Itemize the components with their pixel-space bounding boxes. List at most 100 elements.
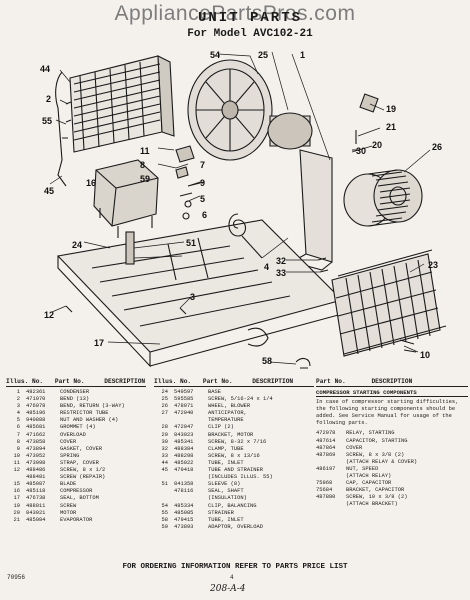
illus-number: 6 [16, 424, 20, 431]
part-description: SCREW, 8-32 x 7/16 [208, 438, 267, 445]
illus-number: 25 [161, 396, 168, 403]
part-description: SCREW, 8 x 13/16 [208, 452, 260, 459]
part-number: 487864 [316, 444, 336, 451]
part-description: BRACKET, MOTOR [208, 431, 254, 438]
parts-row: (INSULATION) [154, 495, 314, 502]
illus-number: 9 [16, 445, 20, 452]
part-number: 488298 [174, 452, 194, 459]
callout-label: 4 [264, 262, 270, 272]
parts-column-3: Part No. DESCRIPTION COMPRESSOR STARTING… [316, 378, 468, 509]
illus-number: 30 [161, 438, 168, 445]
part-number: 476738 [26, 495, 46, 502]
part-description: MOTOR [60, 509, 77, 516]
part-number: 473858 [26, 438, 46, 445]
part-number: 488481 [26, 474, 46, 481]
part-number: 485681 [26, 424, 46, 431]
part-number: 485087 [26, 481, 46, 488]
part-number: 75968 [316, 480, 333, 487]
watermark: AppliancePartsPros.com [114, 2, 356, 25]
motor-part [267, 112, 333, 271]
part-number: 485022 [174, 459, 194, 466]
illus-number: 19 [13, 502, 20, 509]
illus-number: 55 [161, 509, 168, 516]
callout-label: 21 [386, 122, 397, 132]
part-number [316, 473, 346, 480]
callout-label: 44 [40, 64, 51, 74]
ordering-footer: FOR ORDERING INFORMATION REFER TO PARTS … [122, 563, 348, 571]
illus-number: 3 [16, 403, 20, 410]
illus-number: 7 [16, 431, 20, 438]
compressor-part [93, 159, 159, 238]
callout-label: 7 [200, 160, 206, 170]
illus-number [154, 474, 168, 481]
part-number: 485084 [26, 516, 46, 523]
part-description: SCREW [60, 502, 77, 509]
illus-number [154, 417, 168, 424]
header-illus: Illus. No. [154, 378, 192, 385]
part-description: ADAPTOR, OVERLOAD [208, 523, 263, 530]
part-number: 485196 [26, 410, 46, 417]
part-number: 549597 [174, 389, 194, 395]
callout-label: 6 [202, 210, 208, 220]
part-description: CLAMP, TUBE [208, 445, 244, 452]
part-description: GROMMET (4) [60, 424, 96, 431]
part-description: CLIP (2) [208, 424, 234, 431]
part-description: GASKET, COVER [60, 445, 103, 452]
callout-label: 32 [276, 256, 287, 266]
callout-label: 58 [262, 356, 273, 366]
handwritten-note: 208-A-4 [210, 584, 246, 594]
part-number: 471070 [26, 396, 46, 403]
part-number: 478116 [174, 488, 194, 495]
part-number: 487869 [316, 451, 336, 458]
diagram-title: UNIT PARTS [197, 10, 302, 26]
illus-number: 24 [161, 389, 168, 395]
part-description: TEMPERATURE [208, 417, 244, 424]
part-number: 473894 [26, 445, 46, 452]
part-description: ANTICIPATOR, [208, 410, 247, 417]
parts-row: TEMPERATURE [154, 417, 314, 424]
part-description: WHEEL, BLOWER [208, 403, 251, 410]
callout-label: 25 [258, 50, 269, 60]
callout-label: 33 [276, 268, 287, 278]
part-description: (ATTACH RELAY) [346, 473, 392, 480]
parts-row: 9 473894 GASKET, COVER [6, 446, 146, 453]
model-line: For Model AVC102-21 [150, 28, 350, 40]
callout-label: 26 [432, 142, 443, 152]
callout-label: 23 [428, 260, 439, 270]
callout-label: 5 [200, 194, 206, 204]
illus-number: 21 [13, 516, 20, 523]
part-description: TUBE, INLET [208, 516, 244, 523]
callout-label: 45 [44, 186, 55, 196]
callout-label: 1 [300, 50, 306, 60]
illus-number: 54 [161, 502, 168, 509]
callout-label: 2 [46, 94, 52, 104]
illus-number: 45 [161, 467, 168, 474]
exploded-parts-diagram [49, 51, 447, 369]
header-part: Part No. [54, 378, 85, 385]
part-description: RESTRICTOR TUBE [60, 410, 109, 417]
blower-wheel-part [343, 169, 423, 227]
part-description: (ATTACH RELAY & COVER) [346, 458, 418, 465]
part-description: RELAY, STARTING [346, 430, 395, 437]
parts-row: (ATTACH RELAY) [316, 473, 468, 480]
part-number: 488384 [174, 445, 194, 452]
illus-number: 15 [13, 481, 20, 488]
